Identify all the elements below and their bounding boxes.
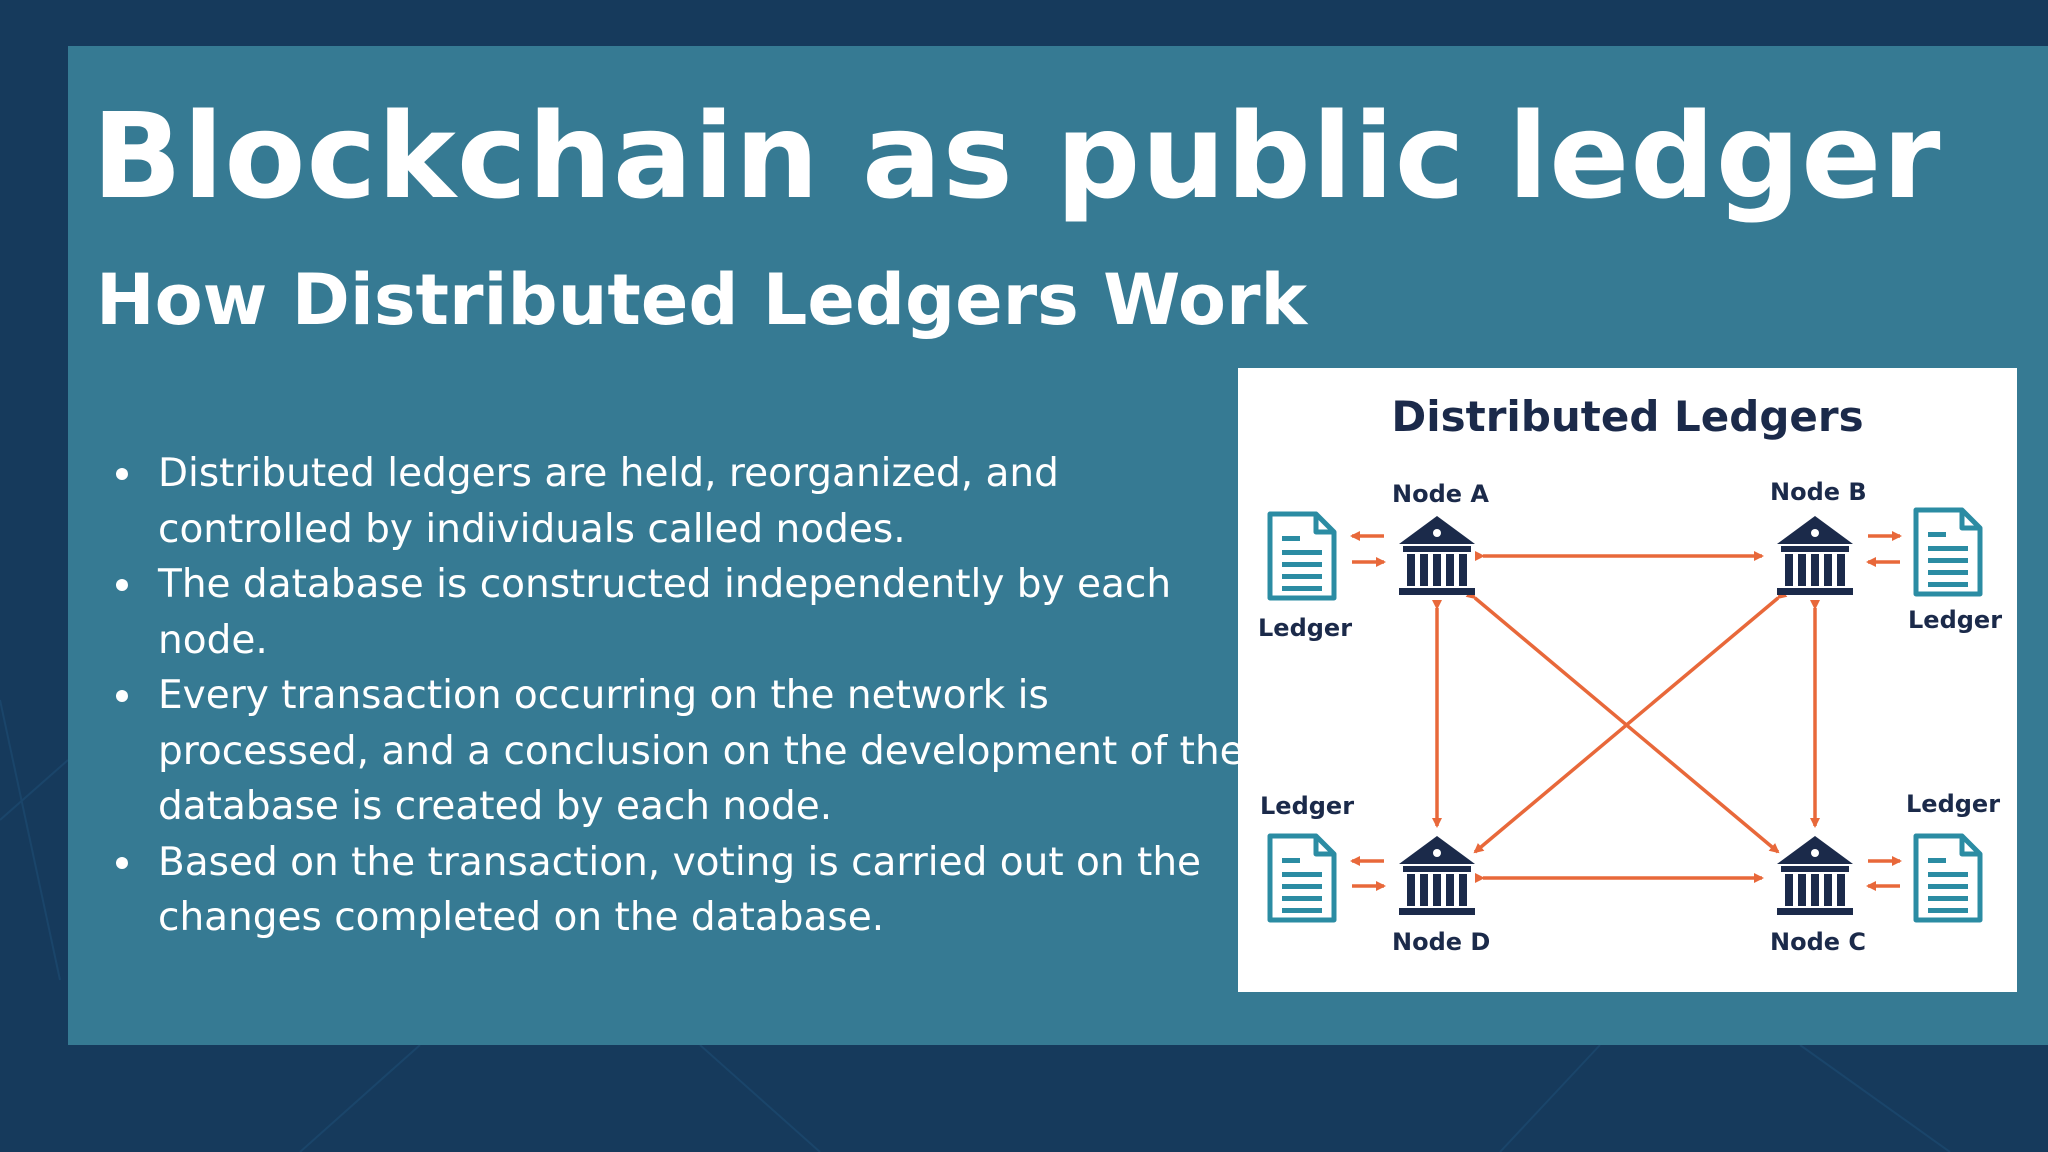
bullet-list: Distributed ledgers are held, reorganize… [116, 446, 1246, 946]
node-d-label: Node D [1392, 928, 1491, 956]
arrow-b-d [1473, 589, 1788, 854]
distributed-ledgers-diagram: Distributed Ledgers Node A Node B Node D… [1238, 368, 2017, 992]
ledger-a-label: Ledger [1258, 614, 1353, 642]
node-c-label: Node C [1770, 928, 1866, 956]
ledger-c-document-icon [1916, 836, 1980, 920]
diagram-graphics [1238, 368, 2017, 992]
bullet-text: Distributed ledgers are held, reorganize… [158, 451, 1059, 552]
bullet-icon [116, 579, 128, 591]
ledger-b-label: Ledger [1908, 606, 2003, 634]
node-a-label: Node A [1392, 480, 1489, 508]
bullet-item: The database is constructed independentl… [116, 557, 1246, 668]
ledger-a-document-icon [1270, 514, 1334, 598]
node-c-bank-icon [1777, 836, 1853, 915]
ledger-c-label: Ledger [1906, 790, 2001, 818]
bullet-text: The database is constructed independentl… [158, 562, 1172, 663]
ledger-d-document-icon [1270, 836, 1334, 920]
slide-title: Blockchain as public ledger [92, 87, 1942, 225]
bullet-text: Every transaction occurring on the netwo… [158, 673, 1244, 829]
bullet-item: Every transaction occurring on the netwo… [116, 668, 1246, 835]
ledger-b-document-icon [1916, 510, 1980, 594]
node-b-label: Node B [1770, 478, 1867, 506]
bullet-icon [116, 856, 128, 869]
diagram-title: Distributed Ledgers [1391, 392, 1864, 441]
bullet-icon [116, 468, 128, 480]
slide-subtitle: How Distributed Ledgers Work [96, 259, 1308, 341]
bullet-icon [116, 690, 128, 702]
bullet-item: Based on the transaction, voting is carr… [116, 835, 1246, 946]
ledger-d-label: Ledger [1260, 792, 1355, 820]
node-d-bank-icon [1399, 836, 1475, 915]
bullet-text: Based on the transaction, voting is carr… [158, 839, 1202, 941]
bullet-item: Distributed ledgers are held, reorganize… [116, 446, 1246, 557]
node-b-bank-icon [1777, 516, 1853, 595]
node-a-bank-icon [1399, 516, 1475, 595]
